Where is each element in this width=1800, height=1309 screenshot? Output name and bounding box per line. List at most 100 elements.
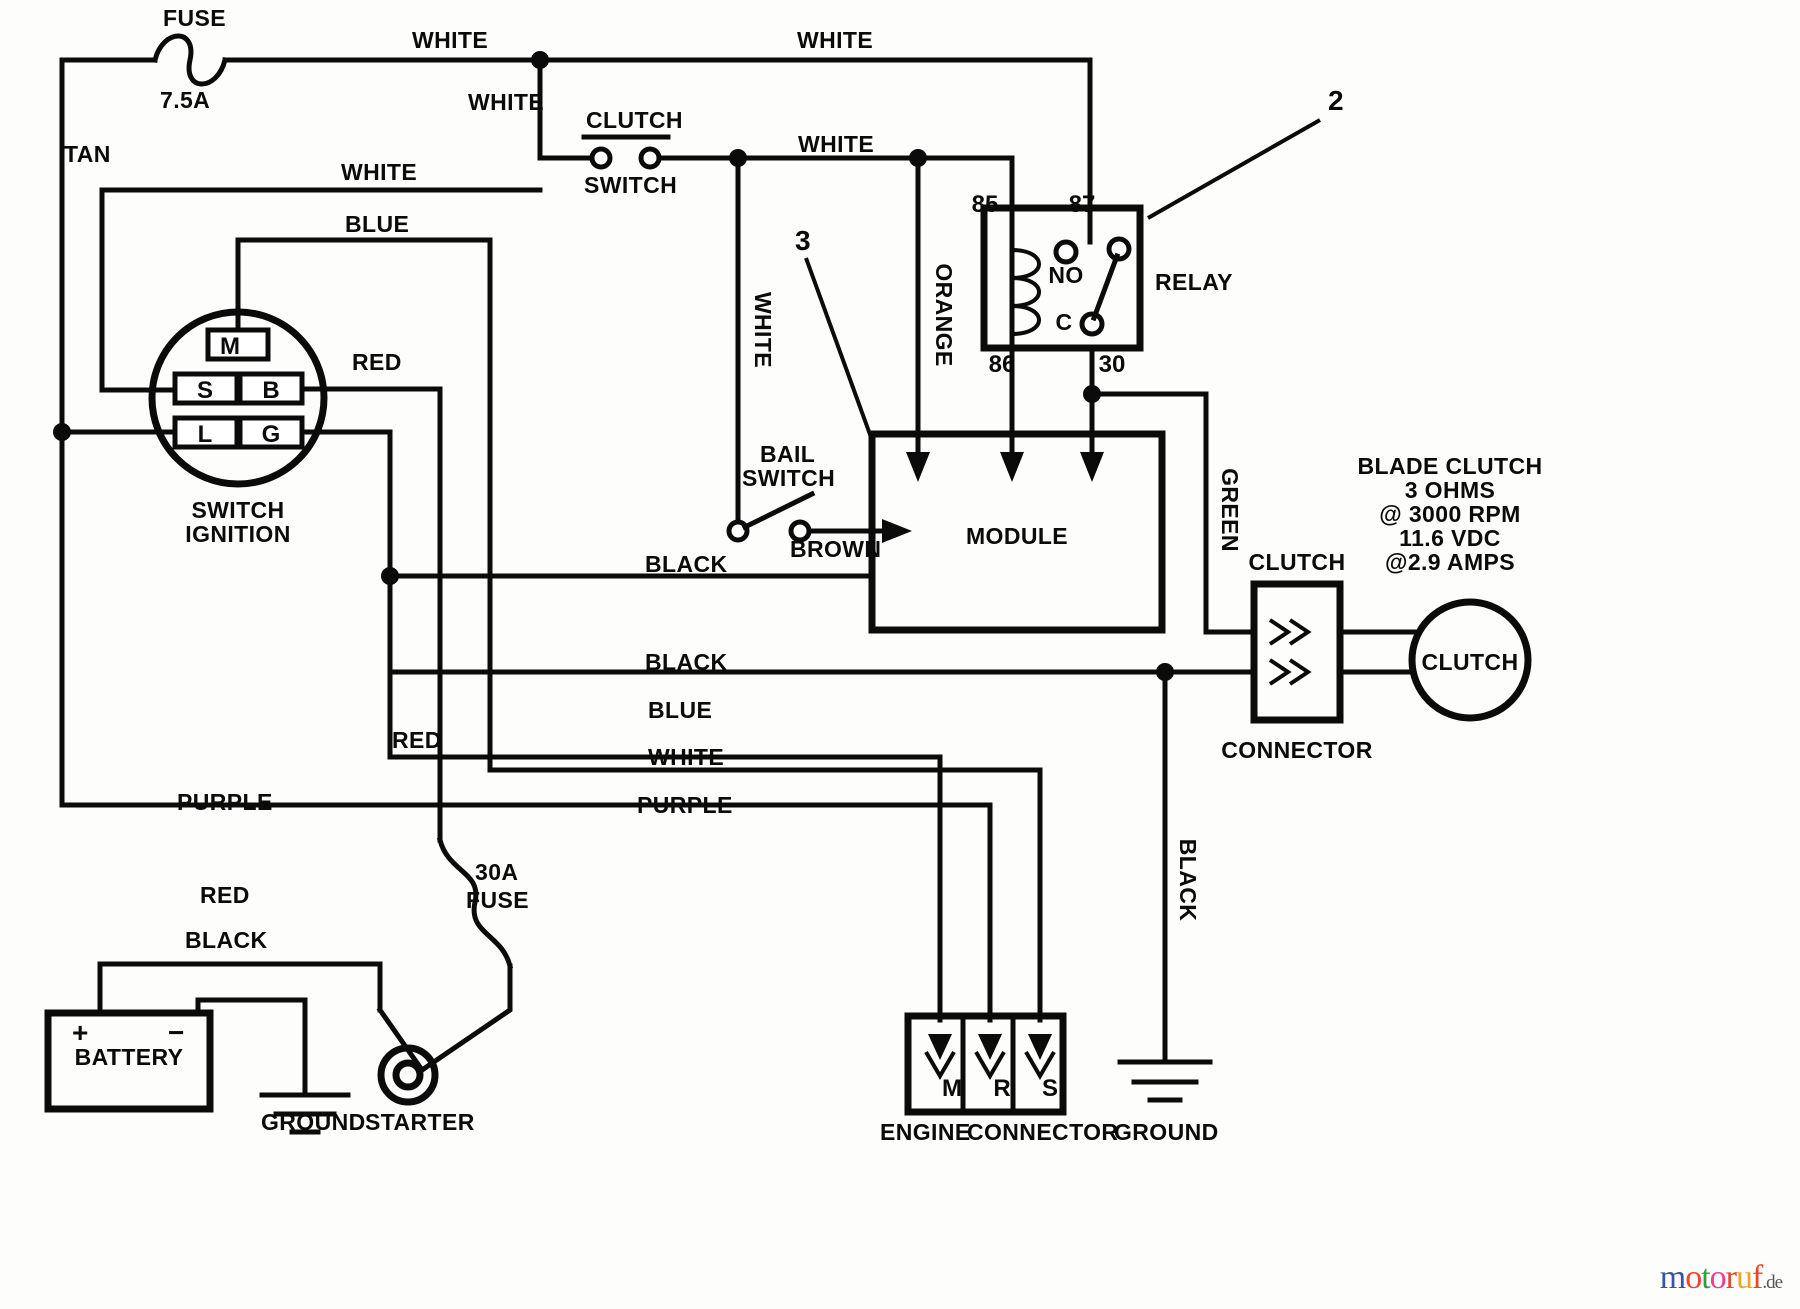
blade-clutch-spec-4: 11.6 VDC <box>1399 525 1501 551</box>
wire-blue-ignition-m <box>235 237 493 333</box>
relay-coil-windings <box>1011 248 1041 336</box>
clutch-load-circle[interactable] <box>1408 598 1532 722</box>
fuse-rating-label: 7.5A <box>160 87 210 113</box>
blade-clutch-spec-3: @ 3000 RPM <box>1379 501 1520 527</box>
fuse-label: FUSE <box>163 5 226 31</box>
clutch-connector-chevron-1a <box>1268 618 1292 646</box>
module-label: MODULE <box>966 523 1068 549</box>
ignition-terminal-m-box <box>205 327 271 362</box>
relay-contact-no-label: NO <box>1048 262 1083 288</box>
blade-clutch-spec-1: BLADE CLUTCH <box>1358 453 1543 479</box>
engine-pin-r-label: R <box>993 1075 1010 1102</box>
ground-right-label: GROUND <box>1114 1119 1219 1145</box>
ignition-switch-body[interactable] <box>148 308 328 488</box>
ignition-terminal-l-label: L <box>198 421 213 448</box>
wire-label-black-lower: BLACK <box>645 649 728 675</box>
ignition-terminal-s-box <box>172 371 240 406</box>
wire-blue-to-engine-s <box>487 767 1043 1023</box>
callout-leader-relay <box>1147 118 1321 220</box>
engine-connector-box[interactable] <box>904 1012 1067 1116</box>
ignition-terminal-g-label: G <box>262 421 281 448</box>
wire-label-black-upper: BLACK <box>645 551 728 577</box>
wire-label-white-clutch-right: WHITE <box>798 131 874 157</box>
clutch-connector-chevron-1b <box>1288 618 1312 646</box>
wire-label-red-battery: RED <box>200 882 250 908</box>
engine-connector-label-2: CONNECTOR <box>967 1119 1118 1145</box>
relay-contact-c <box>1079 311 1105 337</box>
clutch-connector-chevron-2a <box>1268 658 1292 686</box>
ignition-terminal-m-label: M <box>220 333 240 360</box>
callout-leader-bail <box>804 257 874 441</box>
wire-label-tan: TAN <box>64 141 111 167</box>
wire-label-white-top-right: WHITE <box>797 27 873 53</box>
wire-label-green-vertical: GREEN <box>1217 468 1243 552</box>
wire-label-orange-vertical: ORANGE <box>931 263 957 366</box>
wire-starter-left-lead <box>376 1006 426 1074</box>
engine-pin-r-arrow <box>978 1034 1002 1060</box>
watermark-motoruf: motoruf.de <box>1659 1259 1783 1297</box>
battery-box[interactable] <box>44 1009 214 1113</box>
battery-plus-sign: + <box>72 1017 88 1048</box>
ignition-switch-label-2: IGNITION <box>185 521 290 547</box>
wire-label-purple-upper: PURPLE <box>177 789 273 815</box>
watermark-text: motoruf <box>1659 1259 1764 1296</box>
starter-inner-circle <box>392 1059 424 1091</box>
clutch-connector-box[interactable] <box>1250 580 1344 724</box>
clutch-switch-terminal-right[interactable] <box>638 146 662 170</box>
relay-contact-c-label: C <box>1055 309 1072 335</box>
ignition-terminal-s-label: S <box>197 377 213 404</box>
fuse30-symbol <box>436 836 514 970</box>
relay-name-label: RELAY <box>1155 269 1233 295</box>
engine-pin-s-chevron <box>1024 1050 1056 1080</box>
clutch-switch-label-bottom: SWITCH <box>584 172 677 198</box>
wire-label-white-clutch-left: WHITE <box>468 89 544 115</box>
wire-label-brown: BROWN <box>790 536 881 562</box>
relay-terminal-86-label: 86 <box>989 351 1016 378</box>
engine-connector-label-1: ENGINE <box>880 1119 971 1145</box>
engine-pin-m-label: M <box>942 1075 962 1102</box>
callout-relay-number: 2 <box>1328 85 1344 116</box>
wire-label-white-top-left: WHITE <box>412 27 488 53</box>
fuse30-name-label: FUSE <box>466 887 529 913</box>
wire-label-black-battery: BLACK <box>185 927 268 953</box>
starter-label: STARTER <box>365 1109 475 1135</box>
relay-terminal-85-label: 85 <box>972 191 999 218</box>
engine-pin-m-arrow <box>928 1034 952 1060</box>
relay-box[interactable] <box>980 204 1144 352</box>
module-box[interactable] <box>868 430 1166 634</box>
arrow-orange-into-module <box>906 452 930 482</box>
wire-label-black-ground-vertical: BLACK <box>1175 839 1201 922</box>
engine-pin-s-label: S <box>1042 1075 1058 1102</box>
wire-white-ignition-s <box>99 187 543 393</box>
fuse-symbol <box>151 33 229 87</box>
ignition-switch-label-1: SWITCH <box>191 497 284 523</box>
wire-label-red-ignition: RED <box>352 349 402 375</box>
wire-label-white-vertical: WHITE <box>750 292 776 368</box>
bail-switch-lever <box>741 490 816 531</box>
wire-green-to-clutch-connector <box>1089 391 1257 635</box>
clutch-connector-chevron-2b <box>1288 658 1312 686</box>
wire-fuse30-to-starter-right <box>418 963 513 1074</box>
battery-minus-sign: − <box>168 1017 184 1048</box>
fuse30-rating-label: 30A <box>475 859 518 885</box>
starter-outer-circle[interactable] <box>377 1044 439 1106</box>
ground-left-label: GROUND <box>261 1109 366 1135</box>
bail-switch-label-1: BAIL <box>760 441 815 467</box>
clutch-load-label: CLUTCH <box>1422 649 1519 675</box>
wire-label-blue-lower: BLUE <box>648 697 712 723</box>
wire-black-battery-to-ground <box>195 997 308 1098</box>
clutch-connector-label-bottom: CONNECTOR <box>1221 737 1372 763</box>
battery-label: BATTERY <box>75 1044 184 1070</box>
bail-switch-label-2: SWITCH <box>742 465 835 491</box>
blade-clutch-spec-5: @2.9 AMPS <box>1385 549 1515 575</box>
relay-terminal-30-label: 30 <box>1099 351 1126 378</box>
arrow-30-into-module <box>1080 452 1104 482</box>
clutch-switch-terminal-left[interactable] <box>589 146 613 170</box>
arrow-86-into-module <box>1000 452 1024 482</box>
blade-clutch-spec-2: 3 OHMS <box>1405 477 1496 503</box>
engine-pin-m-chevron <box>924 1050 956 1080</box>
callout-bail-number: 3 <box>795 225 811 256</box>
wire-label-blue-ignition: BLUE <box>345 211 409 237</box>
